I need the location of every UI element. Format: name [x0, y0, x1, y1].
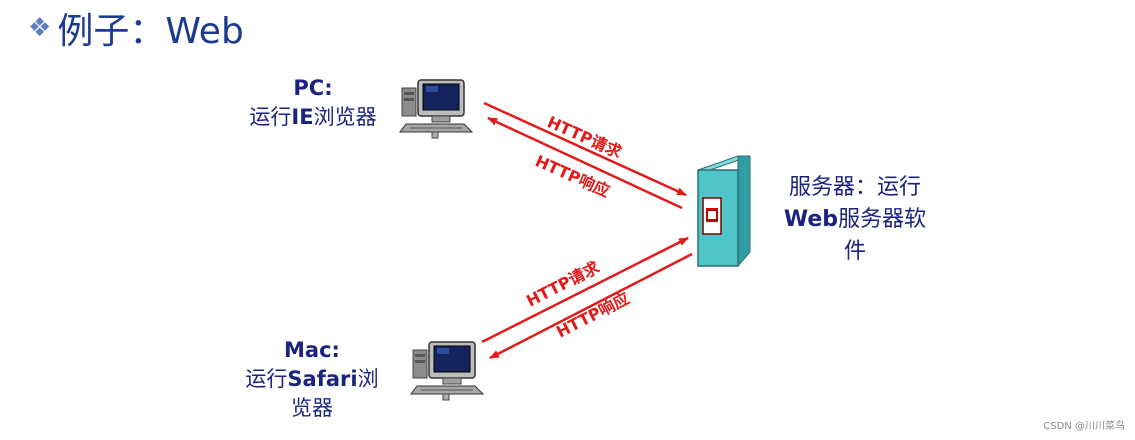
server-label-line3: 件: [843, 239, 866, 264]
mac-label-suffix: 浏: [357, 367, 379, 391]
pc-label-prefix: 运行: [249, 105, 292, 129]
mac-computer-icon: [410, 341, 485, 401]
mac-label-browser: Safari: [287, 367, 358, 391]
pc-label-suffix: 浏览器: [313, 105, 377, 129]
server-label-line2: 服务器软: [838, 207, 927, 232]
slide-title-text: 例子：Web: [57, 11, 244, 52]
slide-title: ❖ 例子：Web: [28, 6, 244, 52]
pc-label-browser: IE: [291, 105, 314, 129]
diamond-bullet-icon: ❖: [28, 13, 52, 43]
mac-request-arrow: [481, 236, 689, 344]
pc-label-line1: PC:: [293, 76, 333, 100]
server-tower-icon: [697, 155, 751, 268]
mac-request-label: HTTP请求: [523, 257, 603, 310]
watermark: CSDN @川川菜鸟: [1043, 421, 1125, 432]
mac-label-prefix: 运行: [245, 367, 288, 391]
server-label-line1: 服务器：运行: [788, 175, 921, 200]
server-label-web: Web: [783, 207, 839, 232]
mac-response-arrow: [489, 252, 693, 360]
pc-computer-icon: [399, 79, 474, 139]
pc-response-arrow: [487, 116, 683, 210]
server-label: 服务器：运行 Web服务器软 件: [770, 172, 940, 268]
mac-label-line1: Mac:: [284, 338, 340, 362]
pc-response-label: HTTP响应: [532, 151, 612, 201]
mac-response-label: HTTP响应: [553, 289, 632, 342]
mac-label: Mac: 运行Safari浏 览器: [222, 336, 402, 423]
pc-request-arrow: [483, 101, 687, 197]
mac-label-line3: 览器: [291, 396, 333, 420]
pc-label: PC: 运行IE浏览器: [228, 74, 398, 132]
